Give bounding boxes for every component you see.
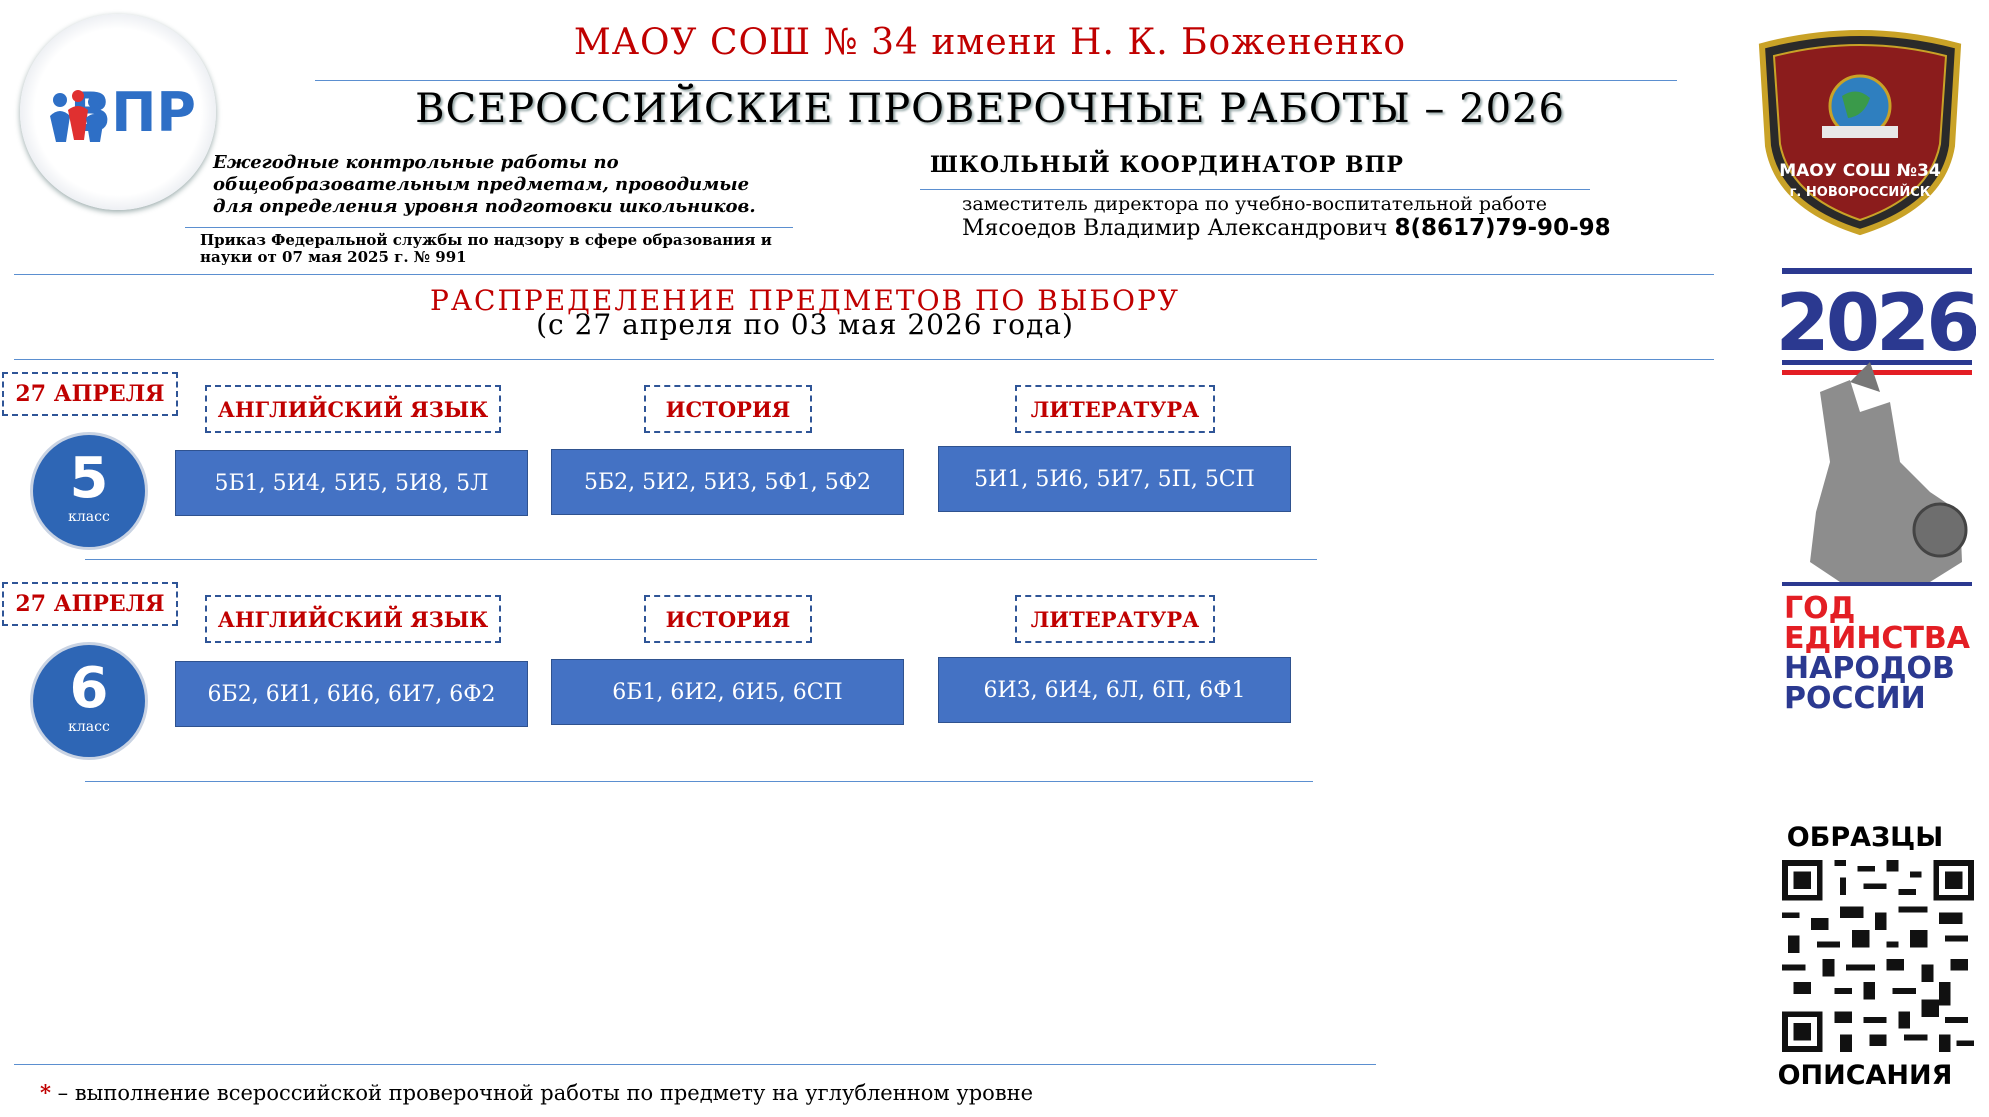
divider [315, 80, 1677, 81]
qr-bottom-label: ОПИСАНИЯ [1777, 1060, 1953, 1091]
footnote-text: – выполнение всероссийской проверочной р… [50, 1081, 1034, 1105]
class-list-history: 5Б2, 5И2, 5И3, 5Ф1, 5Ф2 [551, 449, 904, 515]
order-line: Приказ Федеральной службы по надзору в с… [200, 231, 772, 249]
divider [85, 559, 1317, 560]
class-list-english: 5Б1, 5И4, 5И5, 5И8, 5Л [175, 450, 528, 516]
emblem-text: г. НОВОРОССИЙСК [1790, 184, 1931, 200]
people-icon [50, 90, 104, 142]
school-title: МАОУ СОШ № 34 имени Н. К. Божененко [573, 22, 1407, 63]
qr-code[interactable] [1782, 860, 1974, 1052]
class-list-history: 6Б1, 6И2, 6И5, 6СП [551, 659, 904, 725]
subject-english: АНГЛИЙСКИЙ ЯЗЫК [205, 595, 501, 643]
order-reference: Приказ Федеральной службы по надзору в с… [200, 232, 810, 266]
section-subtitle: (с 27 апреля по 03 мая 2026 года) [536, 308, 1074, 341]
unity-text: ЕДИНСТВА [1784, 621, 1971, 656]
grade-label: класс [68, 719, 110, 735]
class-list-literature: 6И3, 6И4, 6Л, 6П, 6Ф1 [938, 657, 1291, 723]
divider [920, 189, 1590, 190]
qr-top-label: ОБРАЗЦЫ [1786, 822, 1944, 853]
unity-year: 2026 [1780, 279, 1976, 369]
page-title: ВСЕРОССИЙСКИЕ ПРОВЕРОЧНЫЕ РАБОТЫ – 2026 [415, 86, 1565, 132]
subject-history: ИСТОРИЯ [644, 385, 812, 433]
grade-number: 6 [69, 656, 109, 721]
description-line: Ежегодные контрольные работы по [213, 152, 619, 173]
exam-date-badge: 27 АПРЕЛЯ [2, 582, 178, 626]
grade-number: 5 [69, 446, 109, 511]
grade-circle-6: 6 класс [30, 642, 148, 760]
emblem-text: МАОУ СОШ №34 [1779, 161, 1941, 181]
exam-date-badge: 27 АПРЕЛЯ [2, 372, 178, 416]
grade-circle-5: 5 класс [30, 432, 148, 550]
divider [185, 227, 793, 228]
coordinator-position: заместитель директора по учебно-воспитат… [962, 193, 1547, 215]
year-of-unity-logo: 2026 ГОД ЕДИНСТВА НАРОДОВ РОССИИ [1780, 268, 1976, 712]
divider [14, 359, 1714, 360]
unity-text: ГОД [1784, 591, 1855, 626]
order-line: науки от 07 мая 2025 г. № 991 [200, 248, 467, 266]
footnote: * – выполнение всероссийской проверочной… [40, 1080, 1033, 1105]
unity-text: НАРОДОВ [1784, 651, 1955, 686]
coordinator-title: ШКОЛЬНЫЙ КООРДИНАТОР ВПР [930, 152, 1404, 178]
subject-literature: ЛИТЕРАТУРА [1015, 385, 1215, 433]
subject-english: АНГЛИЙСКИЙ ЯЗЫК [205, 385, 501, 433]
coordinator-phone: 8(8617)79-90-98 [1394, 215, 1611, 241]
subject-literature: ЛИТЕРАТУРА [1015, 595, 1215, 643]
class-list-literature: 5И1, 5И6, 5И7, 5П, 5СП [938, 446, 1291, 512]
grade-label: класс [68, 509, 110, 525]
description: Ежегодные контрольные работы по общеобра… [213, 152, 813, 218]
school-emblem: МАОУ СОШ №34 г. НОВОРОССИЙСК [1758, 30, 1962, 236]
description-line: общеобразовательным предметам, проводимы… [213, 174, 750, 195]
vpr-logo: ВПР [20, 14, 216, 210]
coordinator-contact: Мясоедов Владимир Александрович 8(8617)7… [962, 215, 1611, 241]
divider [14, 274, 1714, 275]
divider [14, 1064, 1376, 1065]
unity-text: РОССИИ [1784, 681, 1926, 712]
description-line: для определения уровня подготовки школьн… [213, 196, 756, 217]
coordinator-name: Мясоедов Владимир Александрович [962, 216, 1388, 241]
section-title: РАСПРЕДЕЛЕНИЕ ПРЕДМЕТОВ ПО ВЫБОРУ [429, 284, 1181, 317]
footnote-star: * [40, 1080, 51, 1105]
divider [85, 781, 1313, 782]
class-list-english: 6Б2, 6И1, 6И6, 6И7, 6Ф2 [175, 661, 528, 727]
subject-history: ИСТОРИЯ [644, 595, 812, 643]
